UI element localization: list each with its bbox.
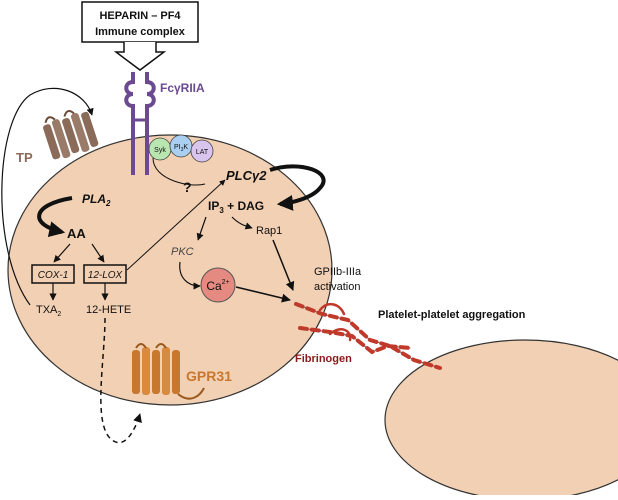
ca-to-gp-arrow <box>235 286 291 303</box>
gp-activation-line2: activation <box>314 281 360 293</box>
fcgr-receptor-icon <box>124 72 156 175</box>
aggregation-label: Platelet-platelet aggregation <box>378 309 526 321</box>
kinase-cluster: Syk PI3K LAT <box>148 134 214 163</box>
pla2-label: PLA2 <box>82 192 111 208</box>
immune-complex-box: HEPARIN – PF4 Immune complex <box>81 1 199 71</box>
plcg2-label: PLCγ2 <box>226 168 267 183</box>
rap1-to-gp-arrow <box>272 239 295 291</box>
pkc-label: PKC <box>171 246 194 258</box>
immune-complex-title: HEPARIN – PF4 <box>99 10 181 22</box>
gp-activation-line1: GPIIb-IIIa <box>314 266 362 278</box>
tp-receptor-icon <box>43 110 99 160</box>
ip3-dag-label: IP3 + DAG <box>208 199 264 215</box>
cox1-label: COX-1 <box>38 270 69 281</box>
pla2-to-aa-arrow <box>37 196 73 238</box>
binding-arrow <box>113 42 167 71</box>
txa2-label: TXA2 <box>36 304 61 318</box>
dag-to-rap1-arrow <box>231 216 253 230</box>
lat-circle <box>190 139 214 163</box>
calcium-circle <box>200 267 236 303</box>
lox12-label: 12-LOX <box>88 270 123 281</box>
ip3-to-pkc-arrow <box>196 216 207 241</box>
lox-to-plc-arrow <box>126 179 226 271</box>
syk-label: Syk <box>154 147 166 154</box>
calcium-label: Ca2+ <box>206 279 229 293</box>
tp-label: TP <box>16 150 33 165</box>
immune-complex-subtitle: Immune complex <box>95 26 186 38</box>
txa2-feedback-arrow <box>1 87 94 306</box>
hete-label: 12-HETE <box>86 304 131 316</box>
gpr31-label: GPR31 <box>186 368 232 384</box>
kinase-to-plc-connector <box>152 157 206 186</box>
aa-to-lox-arrow <box>91 243 105 263</box>
pkc-to-ca-arrow <box>179 261 201 290</box>
fcgr-label: FcγRIIA <box>160 81 205 95</box>
aa-to-cox-arrow <box>53 243 71 263</box>
fibrinogen-label: Fibrinogen <box>295 353 352 365</box>
rap1-label: Rap1 <box>256 225 282 237</box>
hete-to-gpr31-arrow <box>100 317 142 444</box>
second-platelet <box>384 339 618 500</box>
main-platelet <box>7 134 333 406</box>
plc-to-ip3-arrow <box>269 164 326 211</box>
pi3k-label: PI3K <box>174 144 188 153</box>
question-mark: ? <box>183 179 192 195</box>
lat-label: LAT <box>196 149 209 156</box>
aa-label: AA <box>67 226 86 241</box>
gpr31-receptor-icon <box>132 343 205 400</box>
fibrinogen-bridge <box>294 302 442 370</box>
